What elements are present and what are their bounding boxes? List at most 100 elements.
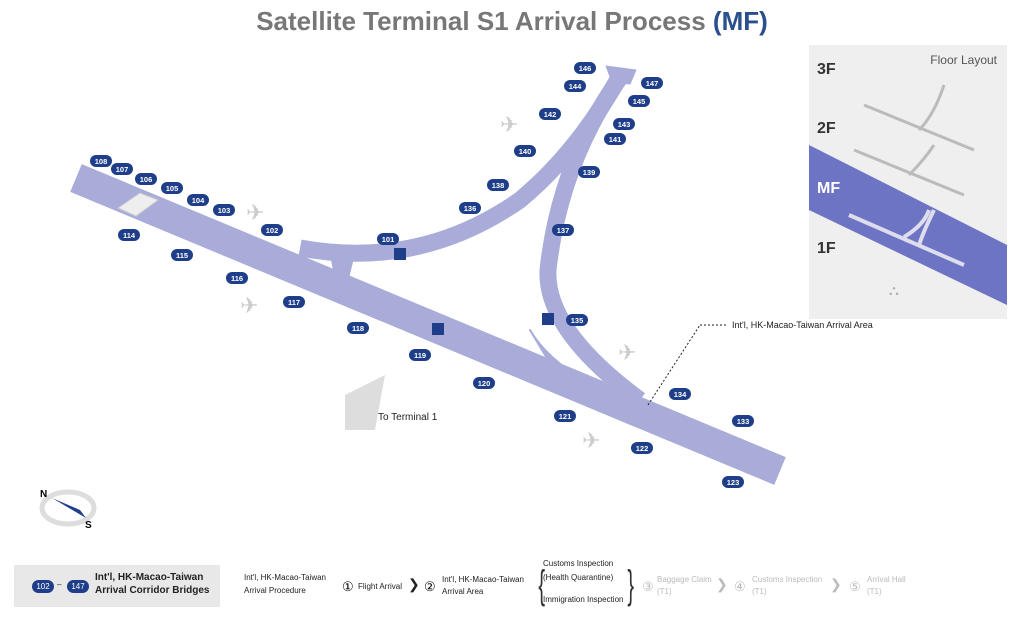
legend-label-2: Arrival Corridor Bridges bbox=[95, 585, 210, 596]
gate-105: 105 bbox=[161, 182, 183, 194]
floor-1f[interactable]: 1F bbox=[817, 240, 836, 257]
gate-badge bbox=[118, 229, 140, 241]
gate-badge bbox=[261, 224, 283, 236]
floor-mf[interactable]: MF bbox=[817, 180, 841, 197]
gate-badge bbox=[213, 204, 235, 216]
gate-106: 106 bbox=[135, 173, 157, 185]
gate-102: 102 bbox=[261, 224, 283, 236]
step2-number: ② bbox=[424, 579, 436, 594]
svg-text:⛬: ⛬ bbox=[889, 282, 899, 298]
brace-right: } bbox=[627, 563, 635, 607]
legend-dash: – bbox=[57, 580, 62, 589]
page-title: Satellite Terminal S1 Arrival Process (M… bbox=[0, 6, 1024, 37]
gate-badge bbox=[187, 194, 209, 206]
gate-number: 134 bbox=[674, 390, 687, 399]
floor-3f[interactable]: 3F bbox=[817, 61, 836, 78]
step3-label-2: (T1) bbox=[657, 587, 672, 596]
compass-arrow-icon bbox=[52, 498, 86, 518]
gate-badge bbox=[347, 322, 369, 334]
gate-badge bbox=[111, 163, 133, 175]
escalator-icon bbox=[542, 313, 554, 325]
gate-badge bbox=[90, 155, 112, 167]
gate-number: 116 bbox=[231, 274, 243, 283]
step5-label-1: Arrival Hall bbox=[867, 575, 906, 584]
chevron-icon: ❯ bbox=[716, 576, 728, 592]
gate-badge bbox=[487, 179, 509, 191]
gate-139: 139 bbox=[578, 166, 600, 178]
gate-116: 116 bbox=[226, 272, 248, 284]
floor-2f[interactable]: 2F bbox=[817, 120, 836, 137]
gate-107: 107 bbox=[111, 163, 133, 175]
gate-137: 137 bbox=[552, 224, 574, 236]
gate-badge bbox=[539, 108, 561, 120]
floor-layout-title: Floor Layout bbox=[930, 53, 997, 67]
gate-badge bbox=[566, 314, 588, 326]
gate-138: 138 bbox=[487, 179, 509, 191]
gate-number: 115 bbox=[176, 251, 188, 260]
step5-number: ⑤ bbox=[849, 579, 861, 594]
gate-number: 144 bbox=[569, 82, 582, 91]
gate-number: 142 bbox=[544, 110, 557, 119]
gate-number: 101 bbox=[382, 235, 395, 244]
gate-badge bbox=[641, 77, 663, 89]
chevron-icon: ❯ bbox=[830, 576, 842, 592]
gate-badge bbox=[604, 133, 626, 145]
gate-135: 135 bbox=[566, 314, 588, 326]
gate-badge bbox=[578, 166, 600, 178]
gate-number: 108 bbox=[95, 157, 108, 166]
gate-145: 145 bbox=[628, 95, 650, 107]
gate-number: 136 bbox=[464, 204, 477, 213]
airplane-icon: ✈ bbox=[246, 200, 264, 225]
gate-number: 119 bbox=[414, 351, 426, 360]
legend-label-1: Int'l, HK-Macao-Taiwan bbox=[95, 572, 204, 583]
gate-146: 146 bbox=[574, 62, 596, 74]
immigration-inspection-label: Immigration Inspection bbox=[543, 595, 624, 604]
gate-114: 114 bbox=[118, 229, 140, 241]
gate-141: 141 bbox=[604, 133, 626, 145]
escalator-icon bbox=[432, 323, 444, 335]
gate-134: 134 bbox=[669, 388, 691, 400]
main-concourse bbox=[70, 164, 786, 485]
legend-corridor-bridges: 102 – 147 Int'l, HK-Macao-Taiwan Arrival… bbox=[14, 565, 220, 607]
gate-badge bbox=[628, 95, 650, 107]
gate-badge bbox=[554, 410, 576, 422]
step4-label-1: Customs Inspection bbox=[752, 575, 823, 584]
to-terminal1-arrow bbox=[345, 375, 385, 430]
gate-number: 103 bbox=[218, 206, 231, 215]
gate-badge bbox=[171, 249, 193, 261]
gate-badge bbox=[473, 377, 495, 389]
gate-123: 123 bbox=[722, 476, 744, 488]
step2-label-2: Arrival Area bbox=[442, 587, 484, 596]
gate-badge bbox=[377, 233, 399, 245]
step3-number: ③ bbox=[642, 579, 654, 594]
brace-left: { bbox=[538, 563, 546, 607]
gate-badge bbox=[631, 442, 653, 454]
gate-number: 146 bbox=[579, 64, 592, 73]
gate-number: 105 bbox=[166, 184, 179, 193]
arrival-area-label: Int'l, HK-Macao-Taiwan Arrival Area bbox=[732, 320, 873, 330]
gate-140: 140 bbox=[514, 145, 536, 157]
gate-number: 122 bbox=[636, 444, 649, 453]
gate-badge bbox=[574, 62, 596, 74]
gate-number: 135 bbox=[571, 316, 584, 325]
customs-inspection-label: Customs Inspection bbox=[543, 559, 614, 568]
transfer-block bbox=[116, 192, 160, 217]
gate-143: 143 bbox=[613, 118, 635, 130]
east-pier bbox=[539, 67, 646, 407]
gate-108: 108 bbox=[90, 155, 112, 167]
gate-number: 107 bbox=[116, 165, 129, 174]
gate-badge bbox=[135, 173, 157, 185]
compass: N S bbox=[39, 489, 97, 531]
gate-121: 121 bbox=[554, 410, 576, 422]
gate-120: 120 bbox=[473, 377, 495, 389]
step2-label-1: Int'l, HK-Macao-Taiwan bbox=[442, 575, 524, 584]
gate-badge bbox=[722, 476, 744, 488]
gate-badge bbox=[226, 272, 248, 284]
gate-number: 143 bbox=[618, 120, 631, 129]
step4-label-2: (T1) bbox=[752, 587, 767, 596]
to-terminal1-label: To Terminal 1 bbox=[378, 412, 438, 423]
step3-label-1: Baggage Claim bbox=[657, 575, 712, 584]
step1-number: ① bbox=[342, 579, 354, 594]
gate-badge bbox=[613, 118, 635, 130]
